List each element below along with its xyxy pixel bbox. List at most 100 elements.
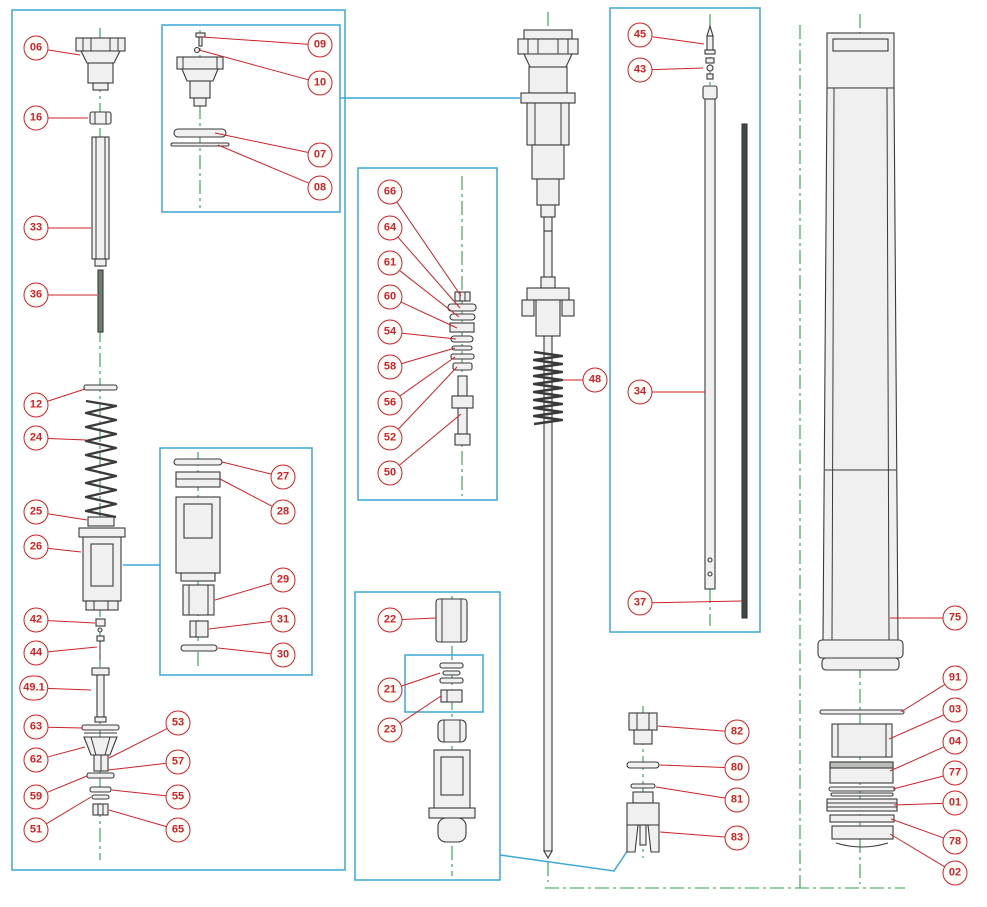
callout-49.1[interactable]: 49.1	[19, 675, 49, 701]
callout-65[interactable]: 65	[165, 817, 191, 843]
leader-line-61	[399, 270, 460, 318]
leader-line-53	[108, 728, 168, 759]
cartridge-body-part-26	[78, 527, 126, 611]
callout-21[interactable]: 21	[377, 677, 403, 703]
callout-81[interactable]: 81	[724, 787, 750, 813]
piston-body-detail	[175, 496, 221, 582]
callout-33[interactable]: 33	[23, 215, 49, 241]
callout-61[interactable]: 61	[377, 250, 403, 276]
tube-part-33	[91, 136, 110, 267]
leader-line-07	[214, 132, 308, 153]
leader-line-52	[398, 366, 458, 430]
callout-77[interactable]: 77	[942, 760, 968, 786]
ring-part-08	[170, 142, 230, 147]
callout-16[interactable]: 16	[23, 105, 49, 131]
washer-part-07	[173, 128, 227, 138]
callout-75[interactable]: 75	[942, 605, 968, 631]
callout-06[interactable]: 06	[23, 35, 49, 61]
callout-22[interactable]: 22	[377, 607, 403, 633]
callout-26[interactable]: 26	[23, 534, 49, 560]
spacer-part-16	[89, 111, 112, 125]
leader-line-30	[217, 647, 271, 655]
callout-29[interactable]: 29	[270, 567, 296, 593]
callout-31[interactable]: 31	[270, 607, 296, 633]
callout-42[interactable]: 42	[23, 607, 49, 633]
callout-36[interactable]: 36	[23, 282, 49, 308]
small-part-42	[95, 618, 106, 633]
callout-59[interactable]: 59	[23, 784, 49, 810]
leader-line-42	[48, 620, 96, 624]
leader-line-63	[48, 726, 83, 729]
leader-line-27	[221, 461, 272, 475]
rod-connector	[521, 276, 575, 337]
callout-12[interactable]: 12	[23, 392, 49, 418]
leader-line-37	[652, 600, 743, 604]
leader-line-77	[892, 775, 944, 790]
leader-lines	[46, 36, 945, 868]
callout-80[interactable]: 80	[724, 755, 750, 781]
callout-52[interactable]: 52	[377, 425, 403, 451]
callout-82[interactable]: 82	[724, 719, 750, 745]
callout-08[interactable]: 08	[307, 175, 333, 201]
callout-23[interactable]: 23	[377, 717, 403, 743]
rod-part-37	[741, 123, 748, 619]
callout-58[interactable]: 58	[377, 354, 403, 380]
callout-57[interactable]: 57	[165, 749, 191, 775]
callout-66[interactable]: 66	[377, 179, 403, 205]
callout-43[interactable]: 43	[627, 57, 653, 83]
ring-part-91	[819, 709, 905, 715]
callout-54[interactable]: 54	[377, 319, 403, 345]
spring-part-48	[532, 350, 564, 426]
callout-04[interactable]: 04	[942, 729, 968, 755]
ring-part-78	[829, 814, 895, 823]
callout-24[interactable]: 24	[23, 425, 49, 451]
callout-83[interactable]: 83	[724, 825, 750, 851]
callout-64[interactable]: 64	[377, 215, 403, 241]
callout-03[interactable]: 03	[942, 697, 968, 723]
callout-91[interactable]: 91	[942, 665, 968, 691]
callout-63[interactable]: 63	[23, 714, 49, 740]
fittings-part-43	[705, 57, 715, 80]
callout-78[interactable]: 78	[942, 829, 968, 855]
needle-part-45	[704, 24, 716, 55]
fork-bottom-part-83	[626, 791, 660, 853]
callout-50[interactable]: 50	[377, 460, 403, 486]
callout-09[interactable]: 09	[307, 32, 333, 58]
rod-part-36	[97, 269, 104, 333]
callout-37[interactable]: 37	[627, 590, 653, 616]
washer-part-12	[83, 384, 118, 391]
callout-56[interactable]: 56	[377, 390, 403, 416]
leader-line-59	[47, 775, 88, 793]
callout-34[interactable]: 34	[627, 379, 653, 405]
callout-02[interactable]: 02	[942, 860, 968, 886]
washer-part-64	[447, 303, 477, 312]
leader-line-82	[657, 725, 725, 732]
callout-10[interactable]: 10	[307, 70, 333, 96]
cup-part	[437, 719, 467, 743]
leader-line-25	[48, 513, 88, 521]
leader-line-56	[399, 356, 456, 397]
callout-44[interactable]: 44	[23, 640, 49, 666]
leader-line-51	[46, 796, 92, 825]
group-box-rod-assembly	[609, 7, 761, 633]
callout-55[interactable]: 55	[165, 784, 191, 810]
leader-line-49.1	[46, 687, 92, 691]
callout-45[interactable]: 45	[627, 22, 653, 48]
callout-27[interactable]: 27	[270, 464, 296, 490]
callout-60[interactable]: 60	[377, 284, 403, 310]
callout-07[interactable]: 07	[307, 142, 333, 168]
callout-53[interactable]: 53	[165, 710, 191, 736]
callout-51[interactable]: 51	[23, 817, 49, 843]
leader-line-29	[214, 583, 272, 601]
shim-part-58	[451, 345, 473, 351]
leader-line-08	[217, 144, 309, 184]
callout-01[interactable]: 01	[942, 790, 968, 816]
leader-line-64	[397, 237, 461, 309]
callout-25[interactable]: 25	[23, 499, 49, 525]
callout-62[interactable]: 62	[23, 747, 49, 773]
callout-48[interactable]: 48	[582, 367, 608, 393]
callout-28[interactable]: 28	[270, 499, 296, 525]
leader-line-54	[402, 332, 457, 340]
callout-30[interactable]: 30	[270, 642, 296, 668]
washer-part-61	[449, 313, 476, 321]
